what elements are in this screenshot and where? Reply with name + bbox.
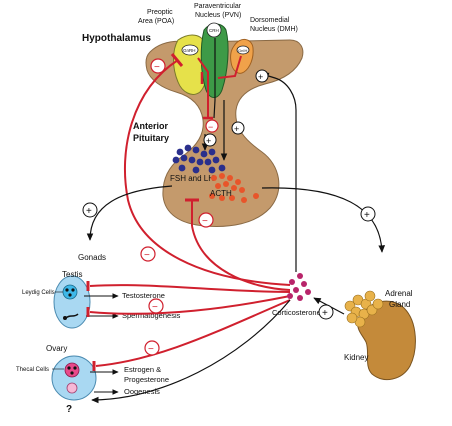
acth-cluster: [209, 173, 259, 203]
corticosterone-to-oogenesis-arrow: [91, 299, 291, 404]
svg-text:−: −: [144, 250, 150, 261]
thecal-dot: [73, 366, 77, 370]
leydig-dot: [68, 293, 72, 297]
fsh-lh-cluster: [172, 144, 226, 174]
svg-text:−: −: [208, 122, 213, 132]
minus-sign-ovary: −: [144, 340, 160, 356]
adrenal-gland-label-2: Gland: [389, 300, 410, 309]
gnih-neuron: [236, 45, 250, 55]
kidney-shape: [357, 300, 416, 381]
thecal-dot: [67, 366, 71, 370]
kidney-label: Kidney: [344, 353, 368, 362]
thecal-cells-label: Thecal Cells: [16, 367, 49, 373]
plus-sign-crh: +: [231, 121, 245, 135]
dmh-label-1: Dorsomedial: [250, 17, 290, 24]
svg-text:+: +: [206, 136, 211, 146]
corticosterone-to-testis-inhibit: [89, 284, 291, 293]
unknown-effect-label: ?: [66, 404, 72, 415]
oocyte: [66, 382, 78, 394]
svg-text:+: +: [322, 308, 328, 319]
plus-sign-corticosterone: +: [318, 304, 334, 320]
corticosterone-to-dmh-arrow: [261, 72, 297, 272]
testosterone-label: Testosterone: [122, 291, 165, 300]
minus-sign-spermatogenesis: −: [148, 298, 164, 314]
oogenesis-label: Oogenesis: [124, 387, 160, 396]
thecal-dot: [70, 371, 74, 375]
minus-sign-pituitary: −: [198, 212, 214, 228]
poa-label-2: Area (POA): [138, 18, 174, 25]
poa-label-1: Preoptic: [147, 9, 173, 16]
gonads-label: Gonads: [78, 253, 106, 262]
pvn-label-1: Paraventricular: [194, 3, 242, 10]
gnih-axon: [217, 55, 242, 79]
ovary-shape: [51, 355, 97, 401]
minus-sign-testosterone: −: [140, 246, 156, 262]
corticosterone-to-spermatogenesis-inhibit: [89, 295, 291, 315]
sperm-head: [63, 316, 67, 320]
feedback-to-hypothalamus: [124, 59, 291, 286]
estrogen-label-1: Estrogen &: [124, 365, 161, 374]
anterior-pituitary-label-1: Anterior: [133, 121, 169, 131]
svg-text:+: +: [364, 210, 370, 221]
svg-text:−: −: [148, 344, 154, 355]
plus-sign-dmh: +: [255, 69, 269, 83]
svg-text:−: −: [154, 62, 160, 73]
corticosterone-label: Corticosterone: [272, 308, 321, 317]
leydig-cells-label: Leydig Cells: [22, 290, 55, 296]
fsh-lh-label: FSH and LH: [170, 174, 214, 183]
plus-sign-hypothalamus-to-pituitary: +: [203, 133, 217, 147]
adrenal-gland-label-1: Adrenal: [385, 289, 413, 298]
testis-shape: [53, 275, 91, 329]
adrenal-gland-cluster: [344, 290, 384, 328]
fsh-lh-to-gonads-arrow: [86, 185, 173, 241]
testis-label: Testis: [62, 270, 82, 279]
estrogen-label-2: Progesterone: [124, 375, 169, 384]
svg-text:+: +: [86, 206, 92, 217]
minus-sign-pvn: −: [205, 119, 219, 133]
gnih-label: GnIH: [238, 48, 247, 53]
acth-to-adrenal-arrow: [261, 187, 386, 253]
thecal-cell: [64, 362, 80, 378]
crh-neuron: [206, 22, 222, 38]
leydig-cell: [62, 284, 78, 300]
corticosterone-cluster: [287, 273, 311, 301]
gnrh-neuron: [181, 44, 199, 56]
crh-label: CRH: [209, 28, 219, 33]
svg-text:+: +: [234, 124, 239, 134]
plus-sign-adrenal: +: [360, 206, 376, 222]
sperm-icon: [65, 313, 79, 319]
corticosterone-to-ovary-inhibit: [95, 299, 291, 367]
hypothalamus-label: Hypothalamus: [82, 33, 151, 44]
svg-text:+: +: [258, 72, 263, 82]
svg-text:−: −: [152, 302, 158, 313]
spermatogenesis-label: Spermatogenesis: [122, 311, 181, 320]
plus-sign-gonads: +: [82, 202, 98, 218]
hypothalamus-inhibit-bar: [170, 53, 184, 67]
dmh-label-2: Nucleus (DMH): [250, 26, 298, 33]
leydig-dot: [65, 288, 69, 292]
svg-text:−: −: [202, 216, 208, 227]
ovary-label: Ovary: [46, 344, 67, 353]
minus-sign-hypothalamus: −: [150, 58, 166, 74]
pvn-label-2: Nucleus (PVN): [195, 12, 241, 19]
leydig-dot: [71, 288, 75, 292]
anterior-pituitary-label-2: Pituitary: [133, 133, 169, 143]
gnrh-label: GnRH: [183, 48, 196, 53]
acth-label: ACTH: [210, 189, 232, 198]
corticosterone-to-pituitary-feedback: [191, 225, 291, 291]
gnrh-axon: [197, 57, 209, 98]
crh-axon: [213, 38, 216, 119]
